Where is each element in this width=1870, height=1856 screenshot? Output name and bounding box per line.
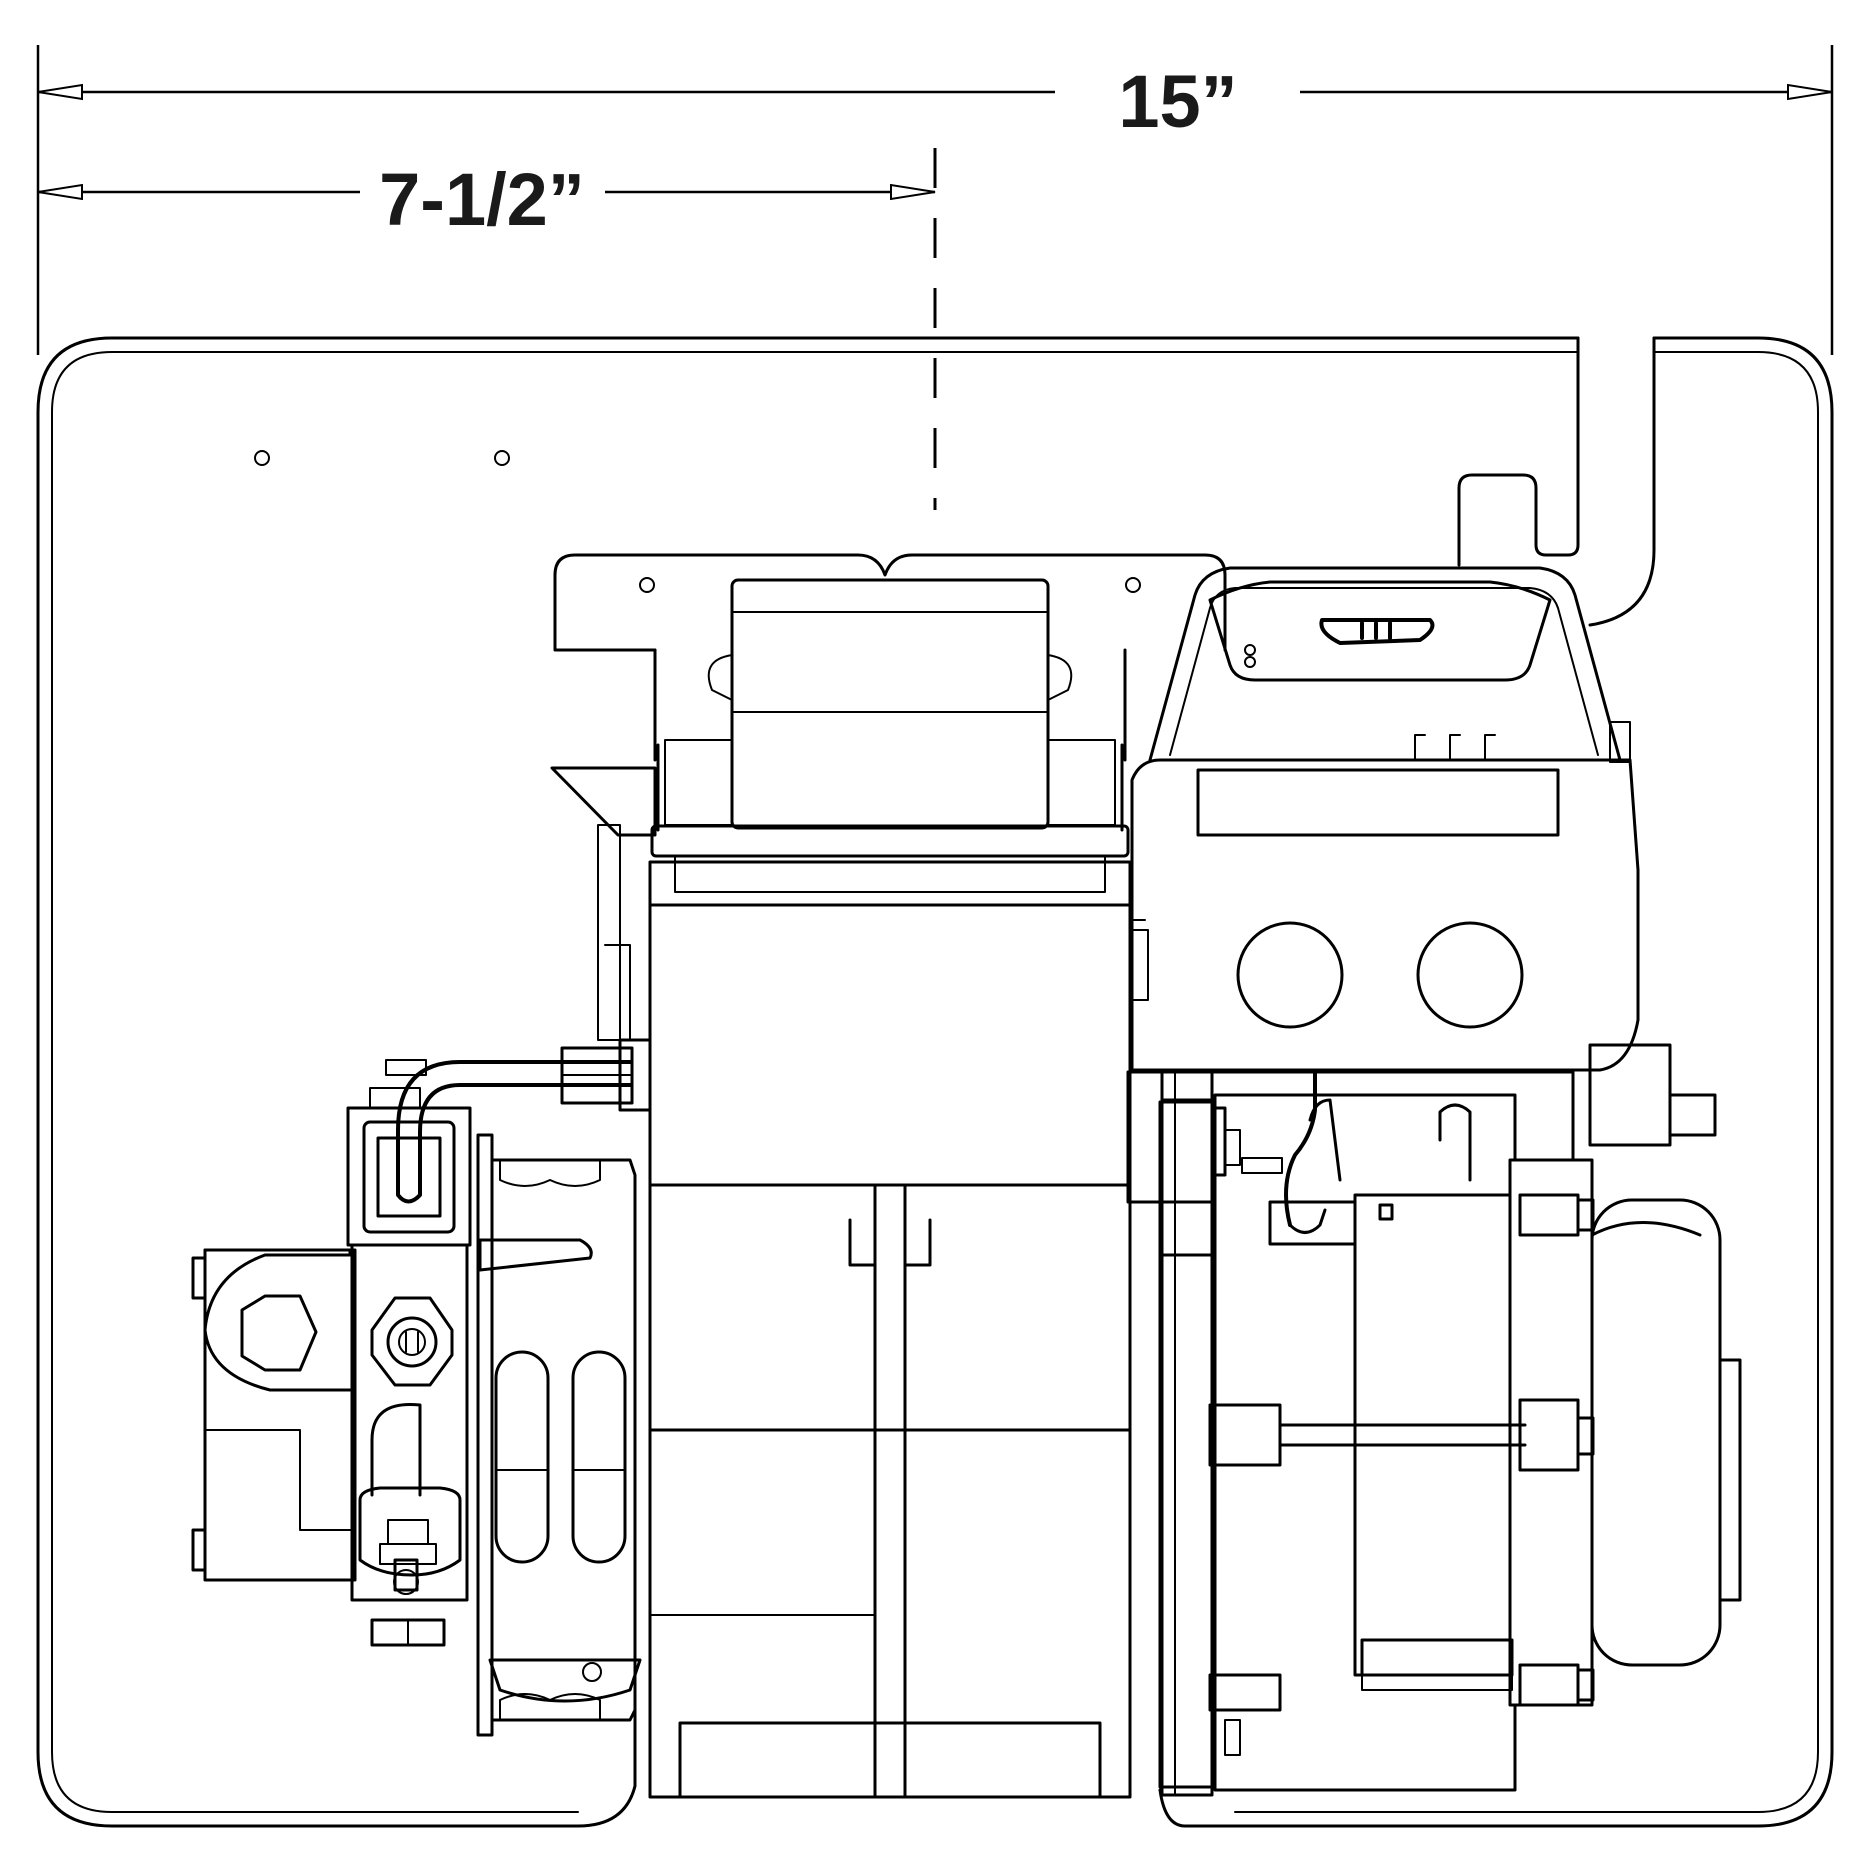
mounting-flange (1160, 1068, 1214, 1797)
status-indicator (1319, 618, 1435, 645)
mounting-hole-right (494, 450, 510, 466)
oil-pump (191, 1038, 652, 1647)
mounting-hole-left (254, 450, 270, 466)
motor-assembly (1126, 1043, 1742, 1792)
knockout-left (1236, 921, 1344, 1029)
knockout-right (1416, 921, 1524, 1029)
blower-housing (550, 553, 1227, 1799)
dimension-lines (36, 45, 1834, 510)
center-offset-label: 7-1/2” (379, 158, 585, 241)
mounting-plate (36, 336, 1834, 1828)
overall-width-label: 15” (1118, 60, 1237, 143)
control-box (1130, 566, 1640, 1072)
hex-plug (240, 1294, 318, 1372)
air-shutter (476, 1133, 642, 1737)
